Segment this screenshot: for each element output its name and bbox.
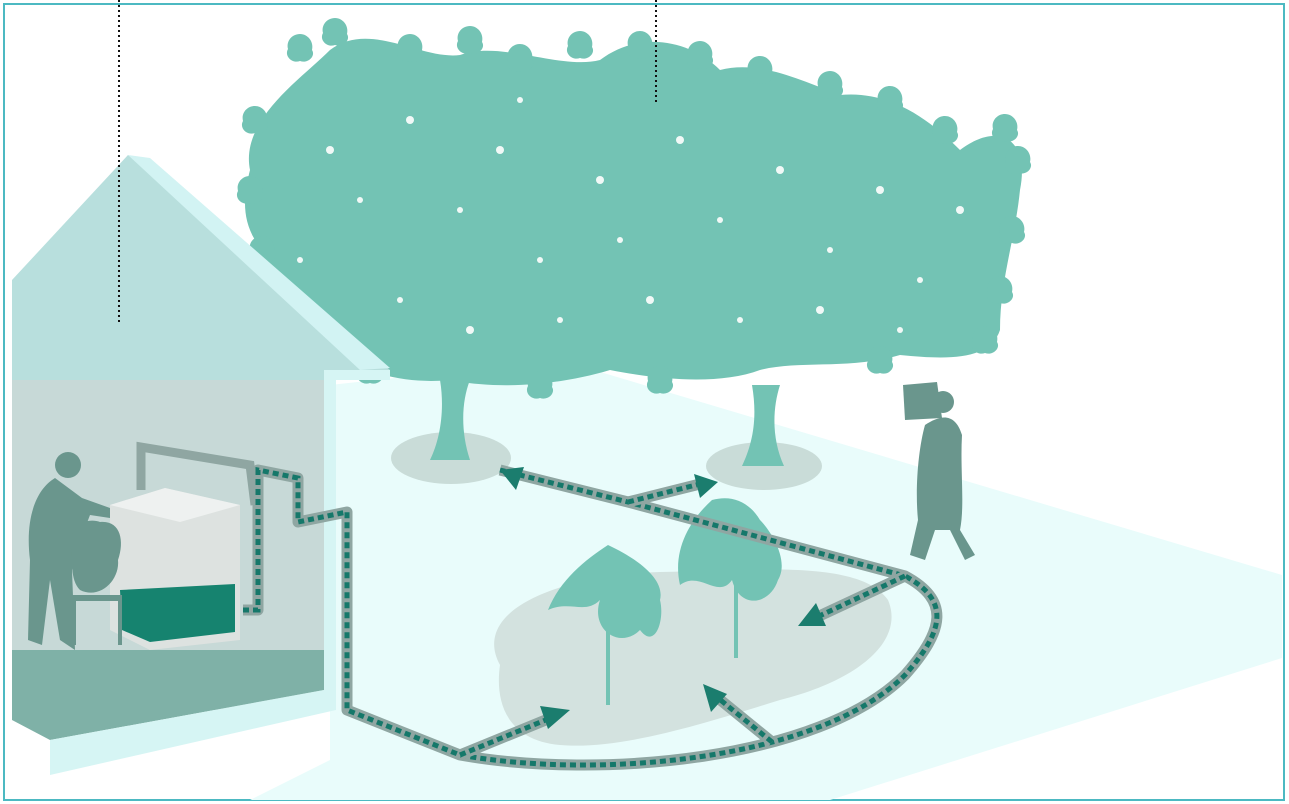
greywater-tank-icon (110, 488, 240, 650)
